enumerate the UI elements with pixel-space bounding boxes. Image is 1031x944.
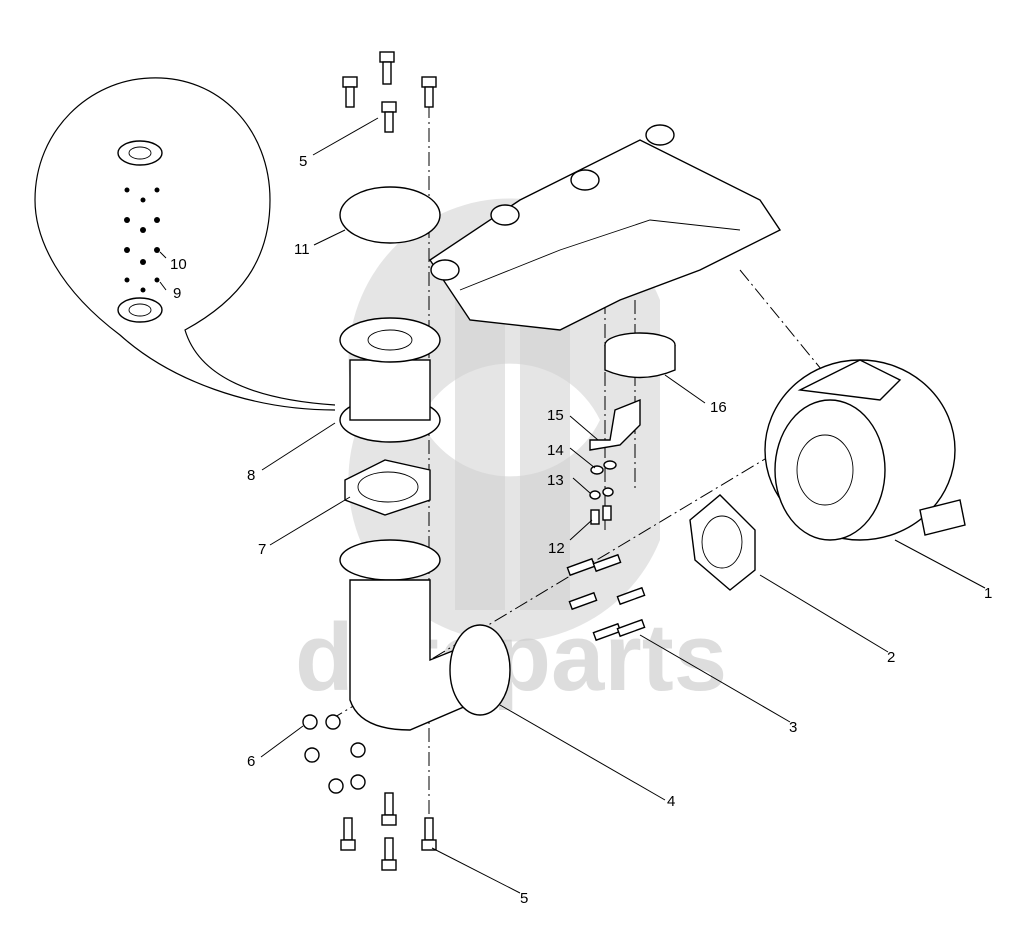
part-15-bracket	[589, 398, 641, 451]
callout-3: 3	[789, 719, 797, 736]
centerline-turbo	[739, 269, 831, 381]
exhaust-manifold	[429, 124, 782, 331]
callout-14: 14	[547, 442, 564, 459]
bolts-bottom	[340, 792, 437, 871]
callout-10: 10	[170, 256, 187, 273]
callout-5-bottom: 5	[520, 890, 528, 907]
callout-13: 13	[547, 472, 564, 489]
callout-4: 4	[667, 793, 675, 810]
bolts-top	[342, 51, 437, 133]
callout-2: 2	[887, 649, 895, 666]
callout-16: 16	[710, 399, 727, 416]
part-6-nuts	[302, 714, 366, 794]
fasteners-12-14	[589, 460, 617, 525]
callout-5-top: 5	[299, 153, 307, 170]
part-2-gasket	[689, 494, 756, 591]
part-1-turbocharger	[764, 359, 966, 541]
callout-1: 1	[984, 585, 992, 602]
part-11-disc	[339, 186, 441, 244]
part-8-bellows	[339, 317, 441, 443]
callout-6: 6	[247, 753, 255, 770]
detail-bubble	[34, 77, 336, 411]
callout-8: 8	[247, 467, 255, 484]
part-4-elbow	[339, 539, 511, 731]
leader-lines	[159, 117, 986, 894]
callout-9: 9	[173, 285, 181, 302]
callout-11: 11	[294, 241, 310, 258]
centerline-horizontal	[329, 449, 781, 721]
callout-15: 15	[547, 407, 564, 424]
part-3-studs	[566, 553, 646, 642]
part-16-clamp	[604, 332, 676, 379]
callout-7: 7	[258, 541, 266, 558]
callout-12: 12	[548, 540, 565, 557]
